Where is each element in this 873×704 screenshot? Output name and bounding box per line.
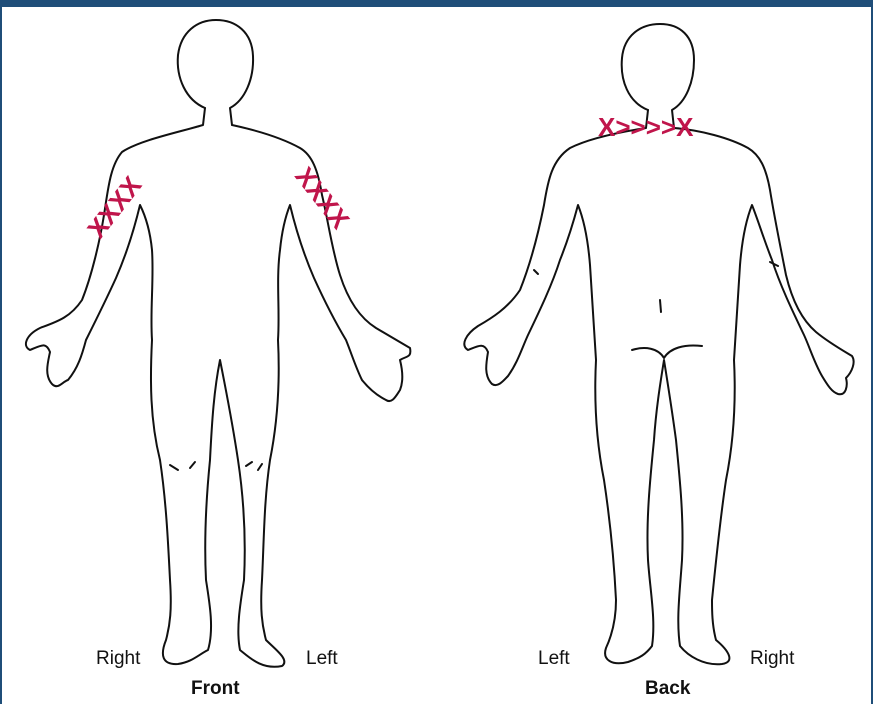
back-body-outline bbox=[464, 110, 853, 664]
front-right-side-label: Right bbox=[96, 648, 140, 670]
front-head-neck bbox=[178, 20, 253, 125]
front-hip-mark-left bbox=[170, 462, 195, 470]
front-left-side-label: Left bbox=[306, 648, 338, 670]
front-title: Front bbox=[191, 678, 240, 700]
back-left-side-label: Left bbox=[538, 648, 570, 670]
back-title: Back bbox=[645, 678, 690, 700]
front-body-outline bbox=[26, 108, 410, 667]
back-elbow-mark-left bbox=[534, 270, 538, 274]
front-figure bbox=[26, 20, 410, 667]
front-left-arm-marks: XXXX bbox=[289, 161, 356, 235]
front-right-arm-marks: XXXX bbox=[81, 170, 148, 244]
back-buttocks bbox=[632, 346, 702, 359]
front-hip-mark-right bbox=[246, 462, 262, 470]
back-shoulder-marks: X>>>>X bbox=[598, 112, 694, 142]
back-right-side-label: Right bbox=[750, 648, 794, 670]
back-spine-mark bbox=[660, 300, 661, 312]
